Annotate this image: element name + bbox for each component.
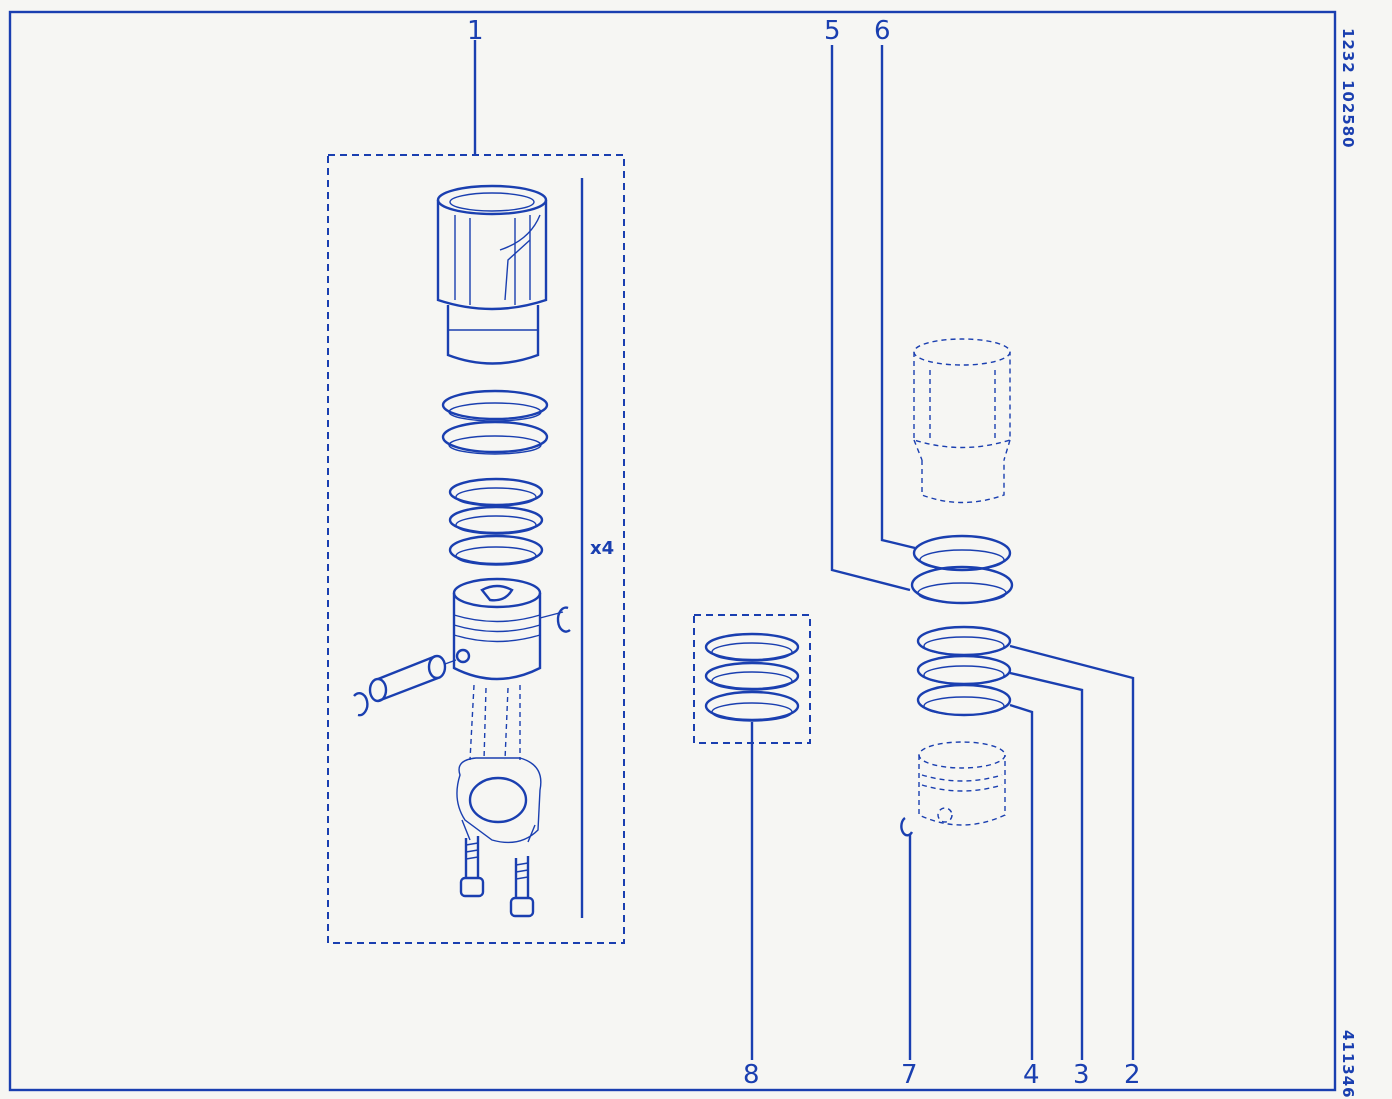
- piston-rings-stack: [448, 477, 544, 566]
- reference-liner-outline: [913, 338, 1011, 504]
- piston-ring-3: [916, 654, 1012, 686]
- seal-ring-6: [912, 534, 1012, 572]
- ring-set-8: [704, 632, 800, 722]
- connecting-rod: [456, 684, 542, 844]
- circlip-right: [556, 606, 571, 633]
- rod-bolt-left: [459, 836, 485, 898]
- kit-quantity-label: x4: [590, 538, 615, 559]
- callout-2: 2: [1124, 1060, 1141, 1090]
- rod-bolt-right: [509, 856, 535, 918]
- reference-code-top: 1232 102580: [1339, 28, 1357, 149]
- callout-3: 3: [1073, 1060, 1090, 1090]
- callout-8: 8: [743, 1060, 760, 1090]
- reference-piston-outline: [918, 741, 1006, 826]
- reference-code-bottom: 411346: [1339, 1030, 1357, 1099]
- circlip-left: [353, 691, 369, 717]
- liner-seal-rings: [441, 389, 549, 455]
- piston-ring-4: [916, 683, 1012, 717]
- drawing-frame: [8, 10, 1337, 1092]
- circlip-7: [900, 816, 914, 837]
- callout-5: 5: [824, 16, 841, 46]
- callout-6: 6: [874, 16, 891, 46]
- piston-ring-2: [916, 625, 1012, 657]
- callout-7: 7: [901, 1060, 918, 1090]
- callout-1: 1: [467, 16, 484, 46]
- piston-pin: [368, 654, 457, 703]
- seal-ring-5: [910, 565, 1014, 605]
- cylinder-liner: [436, 184, 548, 365]
- leader-lines: [750, 45, 1135, 1060]
- callout-4: 4: [1023, 1060, 1040, 1090]
- kit-boundary-box: [327, 154, 625, 944]
- piston: [452, 577, 542, 681]
